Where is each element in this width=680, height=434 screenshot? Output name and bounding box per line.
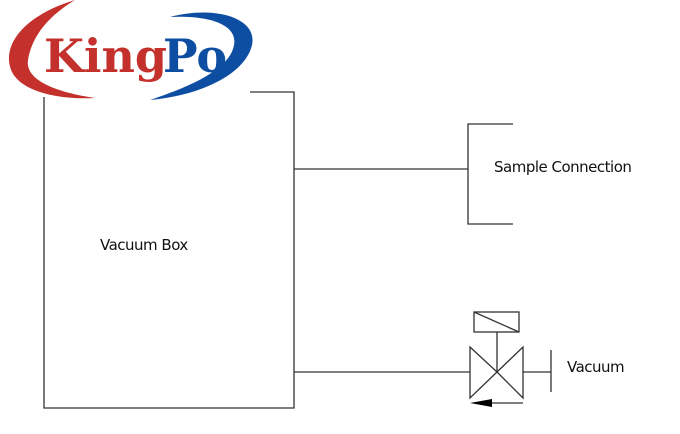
kingpo-logo: King Po	[9, 0, 253, 101]
flow-arrow-head	[470, 399, 492, 407]
valve-right-triangle	[496, 345, 524, 400]
logo-text-po: Po	[163, 29, 227, 83]
sample-connection-label: Sample Connection	[494, 158, 632, 176]
sample-connection-bracket	[467, 123, 513, 225]
vacuum-label: Vacuum	[567, 358, 625, 376]
valve-left-triangle	[469, 345, 498, 400]
vacuum-box-label: Vacuum Box	[100, 236, 188, 254]
vacuum-box-outline	[43, 91, 295, 409]
logo-text-king: King	[44, 29, 167, 83]
